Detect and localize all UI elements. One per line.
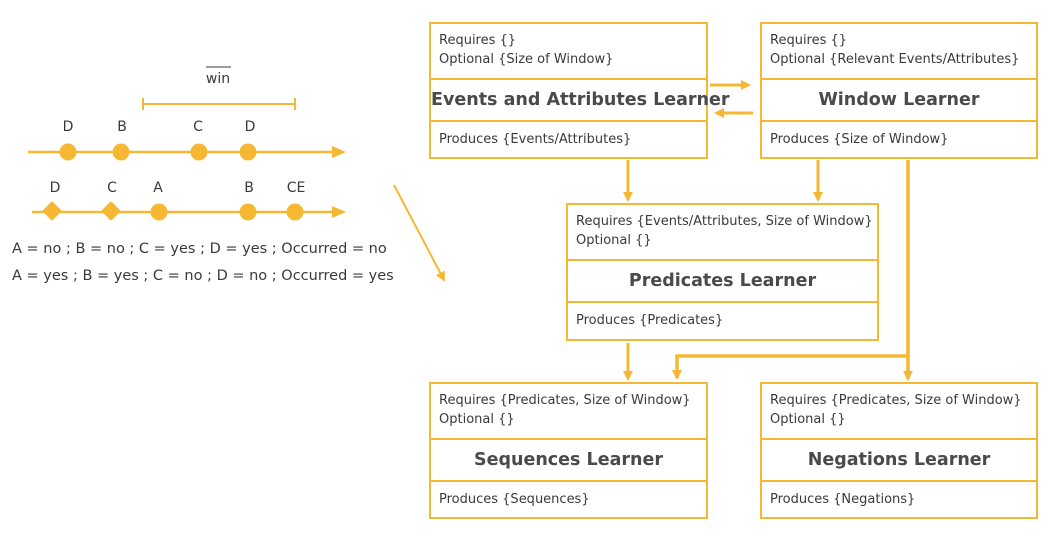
event-label: A <box>153 180 163 196</box>
event-dot <box>239 203 257 221</box>
events-learner-title: Events and Attributes Learner <box>431 80 730 122</box>
negations-learner-optional: Optional {} <box>770 412 846 427</box>
sequences-learner-produces: Produces {Sequences} <box>439 492 590 507</box>
sequences-learner-optional: Optional {} <box>439 412 515 427</box>
window-learner-box: Requires {} Optional {Relevant Events/At… <box>760 22 1038 159</box>
predicates-learner-produces: Produces {Predicates} <box>576 313 724 328</box>
events-learner-produces: Produces {Events/Attributes} <box>439 132 632 147</box>
predicates-learner-requires: Requires {Events/Attributes, Size of Win… <box>576 214 873 229</box>
event-dot <box>239 143 257 161</box>
sequences-learner-requirements: Requires {Predicates, Size of Window} Op… <box>431 384 706 440</box>
window-learner-optional: Optional {Relevant Events/Attributes} <box>770 52 1020 67</box>
event-dot <box>286 203 304 221</box>
window-learner-requirements: Requires {} Optional {Relevant Events/At… <box>762 24 1036 80</box>
event-label: C <box>107 180 117 196</box>
timeline-2-arrowhead <box>332 206 346 218</box>
timeline-to-learners-arrow <box>393 184 445 282</box>
condition-row-1: A = no ; B = no ; C = yes ; D = yes ; Oc… <box>12 241 387 257</box>
negations-learner-produces: Produces {Negations} <box>770 492 916 507</box>
negations-learner-title: Negations Learner <box>762 440 1036 482</box>
events-learner-optional: Optional {Size of Window} <box>439 52 614 67</box>
predicates-learner-title: Predicates Learner <box>568 261 877 303</box>
timeline-1-arrowhead <box>332 146 346 158</box>
event-dot <box>112 143 130 161</box>
events-learner-requirements: Requires {} Optional {Size of Window} <box>431 24 706 80</box>
predicates-learner-optional: Optional {} <box>576 233 652 248</box>
window-label: win <box>206 71 230 87</box>
timeline-row-1: D B C D <box>28 119 346 161</box>
event-label: D <box>63 119 74 135</box>
window-to-sequences-arrow <box>672 354 908 380</box>
events-learner-requires: Requires {} <box>439 33 517 48</box>
negations-learner-requirements: Requires {Predicates, Size of Window} Op… <box>762 384 1036 440</box>
predicates-learner-box: Requires {Events/Attributes, Size of Win… <box>566 203 879 341</box>
window-bracket: win <box>142 66 296 110</box>
timeline-row-2: D C A B CE <box>32 180 346 221</box>
event-label: D <box>245 119 256 135</box>
event-marker <box>42 201 62 221</box>
negations-learner-box: Requires {Predicates, Size of Window} Op… <box>760 382 1038 519</box>
events-attributes-learner-box: Requires {} Optional {Size of Window} Ev… <box>429 22 730 159</box>
event-label: CE <box>287 180 306 196</box>
event-dot <box>59 143 77 161</box>
sequences-learner-requires: Requires {Predicates, Size of Window} <box>439 393 691 408</box>
sequences-learner-title: Sequences Learner <box>431 440 706 482</box>
window-learner-requires: Requires {} <box>770 33 848 48</box>
event-dot <box>150 203 168 221</box>
event-label: B <box>117 119 127 135</box>
window-learner-produces: Produces {Size of Window} <box>770 132 949 147</box>
event-label: D <box>50 180 61 196</box>
predicates-learner-requirements: Requires {Events/Attributes, Size of Win… <box>568 205 877 261</box>
sequences-learner-box: Requires {Predicates, Size of Window} Op… <box>429 382 708 519</box>
condition-row-2: A = yes ; B = yes ; C = no ; D = no ; Oc… <box>12 268 394 284</box>
event-marker <box>101 201 121 221</box>
negations-learner-requires: Requires {Predicates, Size of Window} <box>770 393 1022 408</box>
event-dot <box>190 143 208 161</box>
event-label: C <box>193 119 203 135</box>
event-label: B <box>244 180 254 196</box>
window-learner-title: Window Learner <box>762 80 1036 122</box>
